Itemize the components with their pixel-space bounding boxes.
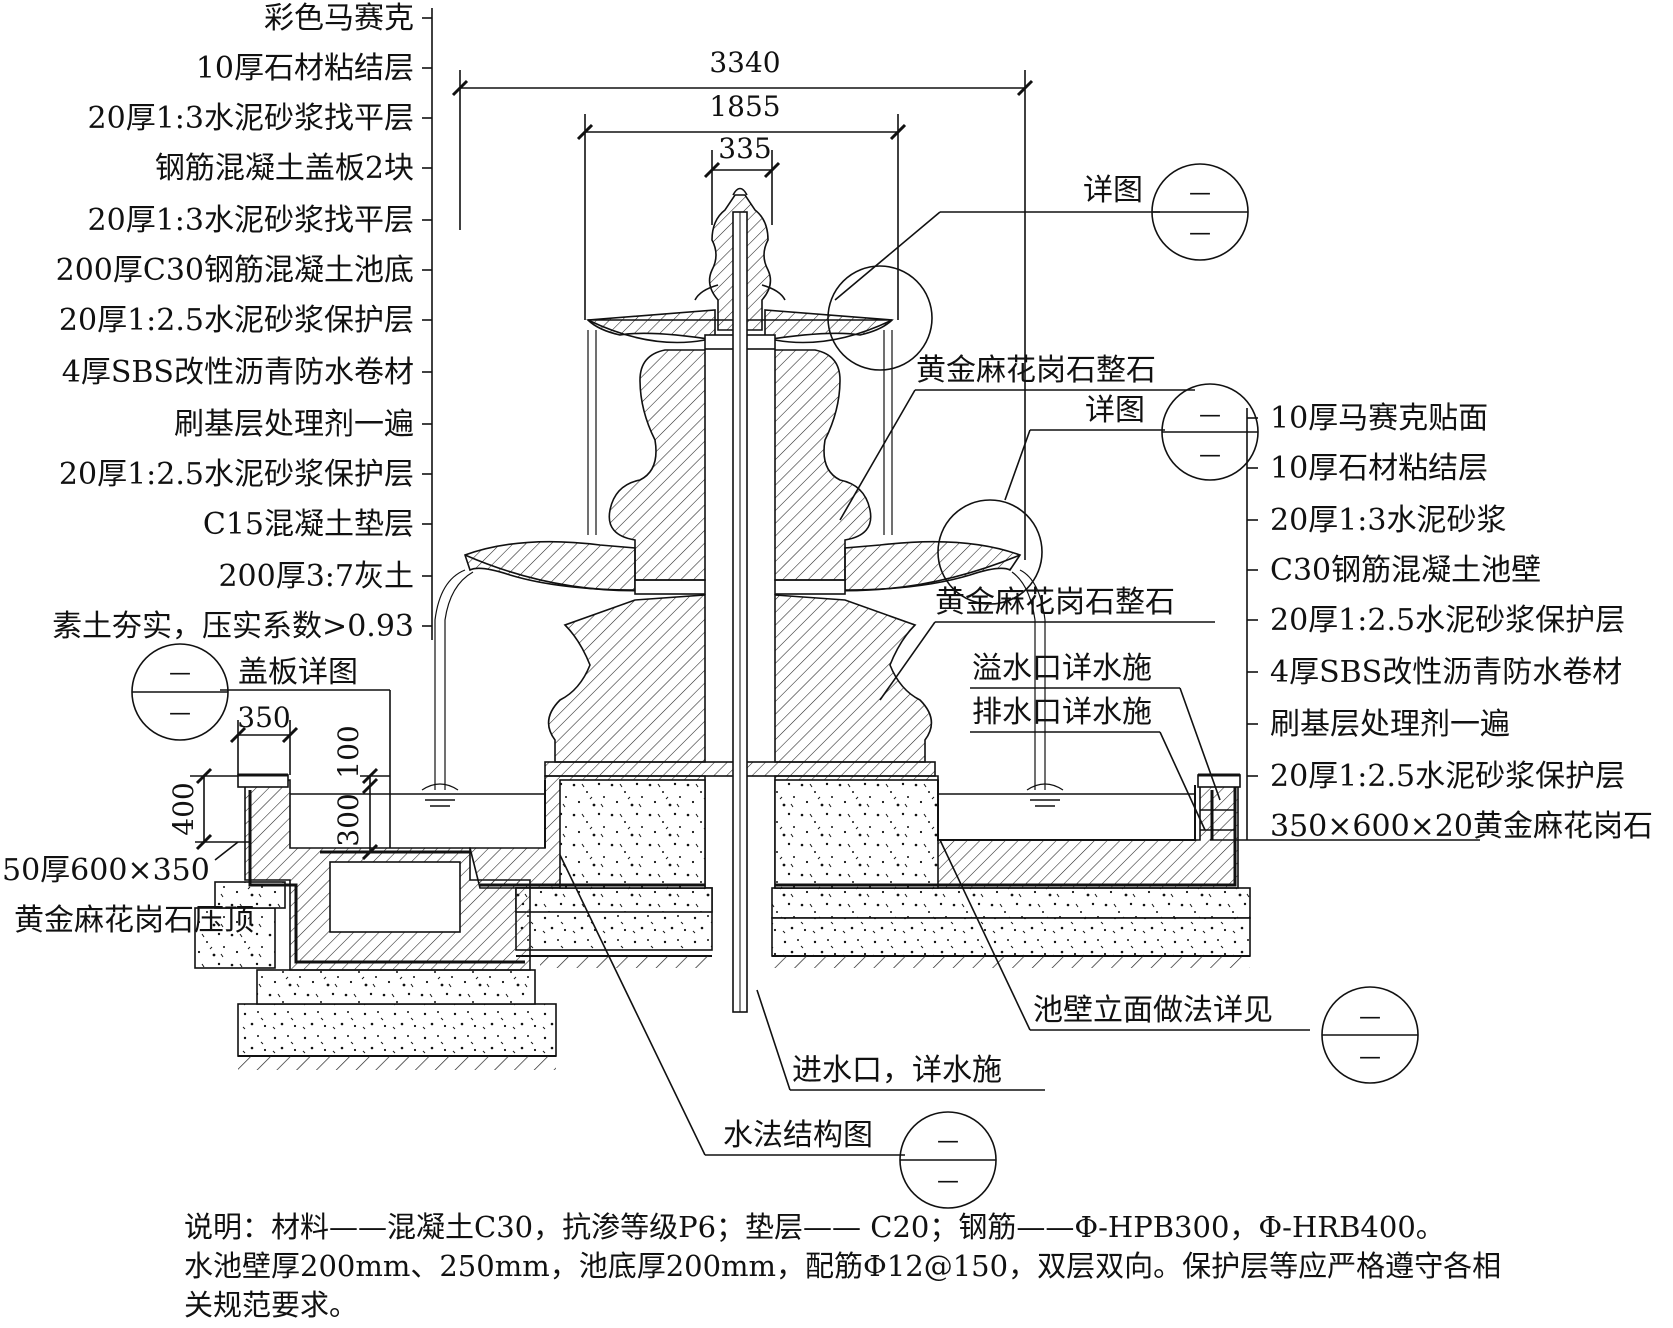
dim-300-label: 300 [332,793,365,846]
callout-structure: 水法结构图 [723,1118,873,1153]
ref-mark: — [1199,403,1221,428]
reference-symbols [131,163,1419,1209]
left-layer-3: 20厚1:3水泥砂浆找平层 [88,101,414,136]
ref-mark: — [937,1169,959,1194]
note-line-3: 关规范要求。 [184,1288,359,1322]
right-layer-5: 20厚1:2.5水泥砂浆保护层 [1270,603,1625,638]
ref-mark: — [1189,221,1211,246]
callout-detail-middle: 详图 [1085,393,1145,428]
left-layer-8: 4厚SBS改性沥青防水卷材 [62,355,414,390]
dimension-350 [229,720,299,775]
left-sump-structure [195,773,531,971]
callout-detail-upper: 详图 [1083,173,1143,208]
callout-wall-elevation: 池壁立面做法详见 [1033,993,1273,1028]
left-layer-11: C15混凝土垫层 [203,507,414,542]
left-layer-leader [422,8,433,640]
callout-leaders [214,211,1310,1156]
left-layer-6: 200厚C30钢筋混凝土池底 [56,253,414,288]
notes-block: 说明：材料——混凝土C30，抗渗等级P6；垫层—— C20；钢筋——Φ-HPB3… [184,1208,1584,1325]
ref-mark: — [169,661,191,686]
left-layer-labels: 彩色马赛克 10厚石材粘结层 20厚1:3水泥砂浆找平层 钢筋混凝土盖板2块 2… [52,1,414,644]
dim-350-label: 350 [237,701,290,734]
left-layer-10: 20厚1:2.5水泥砂浆保护层 [59,457,414,492]
right-layer-leader [1210,408,1480,841]
left-layer-2: 10厚石材粘结层 [196,51,414,86]
left-layer-12: 200厚3:7灰土 [218,559,414,594]
callout-coping-line1: 50厚600×350 [2,853,210,888]
water-streams [421,330,1064,791]
central-inlet-pipe [732,211,748,1013]
note-line-2: 水池壁厚200mm、250mm，池底厚200mm，配筋Φ12@150，双层双向。… [184,1249,1502,1283]
dimension-400 [190,767,238,851]
right-layer-4: C30钢筋混凝土池壁 [1270,553,1541,588]
dim-100-label: 100 [332,725,365,778]
dimension-1855 [576,114,907,320]
left-layer-9: 刷基层处理剂一遍 [174,407,414,442]
water-surface [290,793,1195,807]
ref-mark: — [1359,1045,1381,1070]
callout-inlet: 进水口，详水施 [792,1053,1002,1088]
main-basin-slab [468,773,1241,889]
left-layer-5: 20厚1:3水泥砂浆找平层 [88,203,414,238]
dimension-300-100 [360,767,390,861]
dimension-3340 [451,70,1034,560]
dim-400-label: 400 [167,782,200,835]
right-layer-1: 10厚马赛克贴面 [1270,401,1488,436]
callout-overflow: 溢水口详水施 [972,651,1152,686]
dimension-labels: 3340 1855 335 350 400 100 300 [167,46,781,847]
right-layer-6: 4厚SBS改性沥青防水卷材 [1270,655,1622,690]
upper-bowl [586,309,894,350]
dim-1855-label: 1855 [709,90,780,123]
right-layer-9: 350×600×20黄金麻花岗石 [1270,809,1653,844]
callout-granite-lower: 黄金麻花岗石整石 [935,585,1175,620]
dim-3340-label: 3340 [709,46,780,79]
upper-fountain-body [608,349,872,581]
ref-mark: — [937,1129,959,1154]
reference-symbol-marks: — — — — — — — — — — [169,181,1381,1194]
right-layer-2: 10厚石材粘结层 [1270,451,1488,486]
ref-mark: — [1359,1005,1381,1030]
callout-cover-detail: 盖板详图 [238,655,358,690]
right-layer-3: 20厚1:3水泥砂浆 [1270,503,1506,538]
ref-mark: — [1199,443,1221,468]
dim-335-label: 335 [718,132,771,165]
left-layer-4: 钢筋混凝土盖板2块 [155,151,414,186]
right-layer-7: 刷基层处理剂一遍 [1270,707,1510,742]
dimension-335 [703,150,781,225]
ref-mark: — [169,701,191,726]
right-layer-8: 20厚1:2.5水泥砂浆保护层 [1270,759,1625,794]
middle-bowl [463,540,1022,595]
callout-drain: 排水口详水施 [972,695,1152,730]
callout-granite-upper: 黄金麻花岗石整石 [916,353,1156,388]
ref-mark: — [1189,181,1211,206]
lower-fountain-body [544,594,936,777]
left-layer-13: 素土夯实，压实系数>0.93 [52,609,414,644]
left-layer-1: 彩色马赛克 [264,1,414,36]
right-layer-labels: 10厚马赛克贴面 10厚石材粘结层 20厚1:3水泥砂浆 C30钢筋混凝土池壁 … [1270,401,1653,844]
callout-coping-line2: 黄金麻花岗石压顶 [14,903,254,938]
callout-labels: 详图 黄金麻花岗石整石 详图 黄金麻花岗石整石 溢水口详水施 排水口详水施 盖板… [2,173,1273,1153]
left-layer-7: 20厚1:2.5水泥砂浆保护层 [59,303,414,338]
note-line-1: 说明：材料——混凝土C30，抗渗等级P6；垫层—— C20；钢筋——Φ-HPB3… [184,1210,1445,1244]
